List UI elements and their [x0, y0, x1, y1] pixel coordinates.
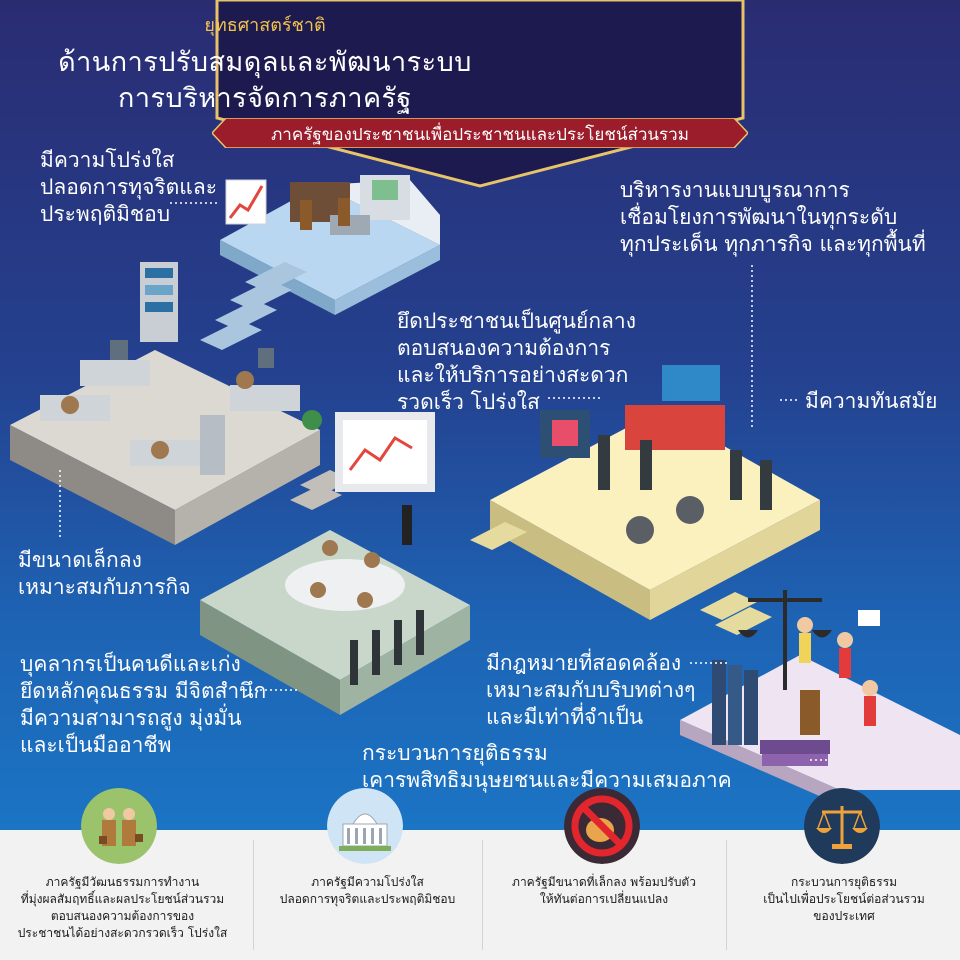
label-small-size: มีขนาดเล็กลง เหมาะสมกับภารกิจ [18, 548, 191, 599]
summary-panel: ภาครัฐมีวัฒนธรรมการทำงาน ที่มุ่งผลสัมฤทธ… [0, 788, 960, 960]
summary-card-culture: ภาครัฐมีวัฒนธรรมการทำงาน ที่มุ่งผลสัมฤทธ… [0, 788, 245, 960]
stairs-lower [470, 522, 772, 635]
stairs-upper [200, 262, 307, 350]
divider [726, 840, 727, 950]
banner-subtitle: ยุทธศาสตร์ชาติ [204, 15, 326, 36]
no-corruption-icon [564, 788, 640, 864]
banner-title-line2: การบริหารจัดการภาครัฐ [118, 83, 412, 114]
label-justice: กระบวนการยุติธรรม เคารพสิทธิมนุษยชนและมี… [362, 741, 732, 792]
divider [482, 840, 483, 950]
infographic-stage: ยุทธศาสตร์ชาติ ด้านการปรับสมดุลและพัฒนาร… [0, 0, 960, 830]
card-text-justice: กระบวนการยุติธรรม เป็นไปเพื่อประโยชน์ต่อ… [763, 875, 925, 923]
summary-card-size: ภาครัฐมีขนาดที่เล็กลง พร้อมปรับตัว ให้ทั… [484, 788, 724, 960]
meeting-platform [200, 412, 470, 715]
justice-platform [680, 590, 960, 805]
label-transparency: มีความโปร่งใส ปลอดการทุจริตและ ประพฤติมิ… [40, 148, 217, 226]
banner-title-line1: ด้านการปรับสมดุลและพัฒนาระบบ [58, 47, 472, 78]
office-platform-left [10, 262, 322, 545]
ribbon-banner [212, 118, 748, 148]
summary-card-transparency: ภาครัฐมีความโปร่งใส ปลอดการทุจริตและประพ… [255, 788, 480, 960]
ribbon-text: ภาครัฐของประชาชนเพื่อประชาชนและประโยชน์ส… [271, 125, 689, 145]
divider [253, 840, 254, 950]
officials-icon [81, 788, 157, 864]
card-text-transparency: ภาครัฐมีความโปร่งใส ปลอดการทุจริตและประพ… [279, 875, 456, 906]
label-modern: มีความทันสมัย [805, 389, 938, 413]
label-integration: บริหารงานแบบบูรณาการ เชื่อมโยงการพัฒนาใน… [620, 178, 926, 256]
summary-card-justice: กระบวนการยุติธรรม เป็นไปเพื่อประโยชน์ต่อ… [728, 788, 960, 960]
card-text-size: ภาครัฐมีขนาดที่เล็กลง พร้อมปรับตัว ให้ทั… [512, 875, 696, 906]
scales-of-justice-icon [804, 788, 880, 864]
label-laws: มีกฎหมายที่สอดคล้อง เหมาะสมกับบริบทต่างๆ… [486, 651, 696, 729]
label-personnel: บุคลากรเป็นคนดีและเก่ง ยึดหลักคุณธรรม มี… [20, 652, 267, 757]
card-text-culture: ภาครัฐมีวัฒนธรรมการทำงาน ที่มุ่งผลสัมฤทธ… [17, 875, 228, 940]
service-platform [490, 365, 820, 620]
leader-lines [59, 202, 830, 761]
label-citizen-centric: ยึดประชาชนเป็นศูนย์กลาง ตอบสนองความต้องก… [397, 309, 636, 414]
parliament-building-icon [327, 788, 403, 864]
isometric-illustration [10, 175, 960, 805]
